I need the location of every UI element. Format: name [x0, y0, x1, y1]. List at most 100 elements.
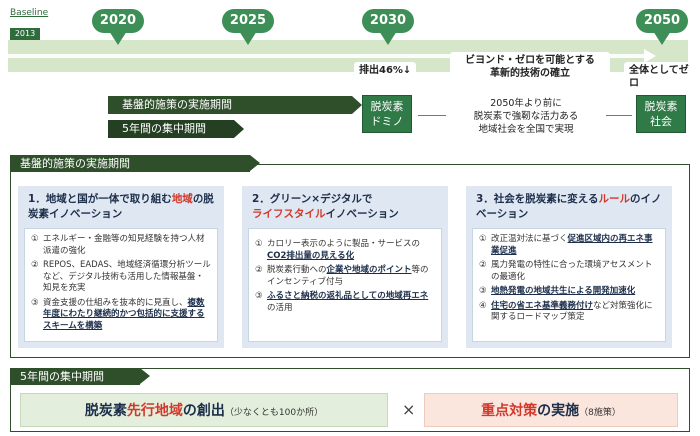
year-pin-2030: 2030 — [362, 9, 414, 49]
item-text: 風力発電の特性に合った環境アセスメントの最適化 — [491, 260, 653, 282]
pin-tip — [239, 31, 257, 45]
item-text: 等のインセンティブ付与 — [267, 265, 429, 287]
intensive-section-title: 5年間の集中期間 — [10, 368, 140, 385]
year-pin-2050: 2050 — [636, 9, 688, 49]
year-pin-label: 2020 — [92, 9, 144, 33]
item-text: 資金支援の仕組みを抜本的に見直し、 — [43, 297, 188, 308]
priority-measures-note: （8施策） — [579, 408, 621, 418]
domino-line1: 脱炭素 — [370, 100, 404, 113]
item-text: の活用 — [267, 302, 293, 313]
priority-measures-highlight: 重点対策 — [481, 403, 538, 419]
item-number: ① — [479, 234, 487, 244]
title-post: イノベーション — [325, 208, 399, 220]
list-item: ② 脱炭素行動への企業や地域のポイント等のインセンティブ付与 — [255, 265, 435, 288]
year-pin-label: 2030 — [362, 9, 414, 33]
society-line1: 脱炭素 — [644, 100, 678, 113]
priority-measures-text: 重点対策の実施 — [481, 403, 579, 419]
foundation-section — [10, 164, 690, 358]
year-pin-2020: 2020 — [92, 9, 144, 49]
year-pin-label: 2025 — [222, 9, 274, 33]
item-emphasis: 複数年度にわたり継続的かつ包括的に支援するスキームを構築 — [43, 297, 205, 331]
society-line2: 社会 — [650, 115, 672, 128]
list-item: ③ ふるさと納税の返礼品としての地域再エネの活用 — [255, 291, 435, 314]
timeline-arrow — [8, 54, 648, 58]
item-text: 脱炭素行動への — [267, 265, 327, 275]
goal-line3: 地域社会を全国で実現 — [478, 124, 574, 135]
initiative-title: 3．社会を脱炭素に変えるルールのイノベーション — [476, 192, 666, 222]
item-text: カロリー表示のように製品・サービスの — [267, 239, 421, 249]
leading-regions-pre: 脱炭素 — [84, 403, 127, 419]
leading-regions-highlight: 先行地域 — [126, 403, 183, 419]
leading-regions-note: （少なくとも100か所） — [224, 408, 324, 418]
item-number: ① — [31, 234, 39, 244]
goal-description: 2050年より前に 脱炭素で強靭な活力ある 地域社会を全国で実現 — [446, 97, 606, 136]
initiative-column-2: 2．グリーン×デジタルでライフスタイルイノベーション ① カロリー表示のように製品… — [242, 186, 448, 348]
phase-bar-foundation: 基盤的施策の実施期間 — [108, 96, 352, 114]
pin-tip — [109, 31, 127, 45]
leading-regions-post: の創出 — [182, 403, 225, 419]
priority-measures-post: の実施 — [537, 403, 580, 419]
item-text: REPOS、EADAS、地域経済循環分析ツールなど、デジタル技術も活用した情報基… — [43, 260, 211, 293]
title-pre: 3．社会を脱炭素に変える — [476, 193, 599, 205]
phase-bar-intensive-head — [234, 120, 244, 138]
item-text: 改正温対法に基づく — [491, 234, 568, 244]
initiative-list: ① 改正温対法に基づく促進区域内の再エネ事業促進 ② 風力発電の特性に合った環境アセ… — [472, 228, 666, 342]
list-item: ② REPOS、EADAS、地域経済循環分析ツールなど、デジタル技術も活用した情報… — [31, 260, 211, 295]
label-innovation: ビヨンド・ゼロを可能とする 革新的技術の確立 — [450, 52, 610, 82]
title-highlight: ルール — [598, 193, 631, 205]
item-number: ④ — [479, 300, 487, 311]
item-number: ② — [31, 260, 39, 270]
section-title-tip — [250, 155, 260, 171]
section-title-tip — [140, 368, 150, 384]
initiative-title: 2．グリーン×デジタルでライフスタイルイノベーション — [252, 192, 442, 222]
priority-measures-box: 重点対策の実施（8施策） — [424, 393, 678, 427]
baseline-label: Baseline — [10, 8, 49, 18]
item-emphasis: 地熱発電の地域共生による開発加速化 — [491, 286, 636, 296]
item-text: など対策強化に関するロードマップ策定 — [491, 300, 653, 323]
label-2030-target: 排出46%↓ — [354, 62, 417, 79]
pin-tip — [379, 31, 397, 45]
title-post: の脱炭素イノベーション — [28, 193, 214, 220]
label-innovation-line2: 革新的技術の確立 — [490, 68, 570, 79]
list-item: ② 風力発電の特性に合った環境アセスメントの最適化 — [479, 260, 659, 283]
title-pre: 1．地域と国が一体で取り組む — [28, 193, 172, 205]
start-year-tag: 2013 — [10, 28, 40, 40]
item-number: ② — [255, 265, 263, 275]
item-number: ③ — [255, 291, 263, 301]
domino-box: 脱炭素 ドミノ — [362, 95, 412, 133]
item-emphasis: 促進区域内の再エネ事業促進 — [491, 234, 653, 256]
title-pre: 2．グリーン×デジタルで — [252, 193, 373, 205]
pin-tip — [653, 31, 671, 45]
item-emphasis: ふるさと納税の返礼品としての地域再エネ — [267, 291, 429, 301]
goal-line2: 脱炭素で強靭な活力ある — [473, 111, 579, 122]
list-item: ③ 資金支援の仕組みを抜本的に見直し、複数年度にわたり継続的かつ包括的に支援するス… — [31, 298, 211, 333]
foundation-section-title: 基盤的施策の実施期間 — [10, 155, 250, 172]
label-innovation-line1: ビヨンド・ゼロを可能とする — [465, 55, 595, 66]
item-text: エネルギー・金融等の知見経験を持つ人材派遣の強化 — [43, 234, 205, 256]
initiative-column-3: 3．社会を脱炭素に変えるルールのイノベーション ① 改正温対法に基づく促進区域内の… — [466, 186, 672, 348]
timeline-arrow-head — [644, 49, 656, 63]
phase-bar-foundation-head — [352, 96, 362, 114]
list-item: ① 改正温対法に基づく促進区域内の再エネ事業促進 — [479, 234, 659, 257]
year-pin-label: 2050 — [636, 9, 688, 33]
list-item: ① カロリー表示のように製品・サービスのCO2排出量の見える化 — [255, 239, 435, 262]
item-number: ③ — [31, 297, 39, 308]
phase-bar-intensive: 5年間の集中期間 — [108, 120, 234, 138]
title-highlight: ライフスタイル — [252, 208, 326, 220]
item-number: ② — [479, 260, 487, 270]
leading-regions-box: 脱炭素先行地域の創出（少なくとも100か所） — [20, 393, 388, 427]
item-number: ① — [255, 239, 263, 249]
item-number: ③ — [479, 286, 487, 296]
times-symbol: × — [402, 400, 416, 419]
society-box: 脱炭素 社会 — [636, 95, 686, 133]
list-item: ③ 地熱発電の地域共生による開発加速化 — [479, 286, 659, 298]
year-pin-2025: 2025 — [222, 9, 274, 49]
initiative-column-1: 1．地域と国が一体で取り組む地域の脱炭素イノベーション ① エネルギー・金融等の知… — [18, 186, 224, 348]
title-highlight: 地域 — [171, 193, 193, 205]
label-2050-target: 全体としてゼロ — [624, 62, 700, 92]
initiative-list: ① エネルギー・金融等の知見経験を持つ人材派遣の強化 ② REPOS、EADAS、地… — [24, 228, 218, 342]
goal-line1: 2050年より前に — [490, 98, 562, 109]
item-emphasis: CO2排出量の見える化 — [267, 250, 355, 261]
item-emphasis: 企業や地域のポイント — [326, 265, 412, 275]
